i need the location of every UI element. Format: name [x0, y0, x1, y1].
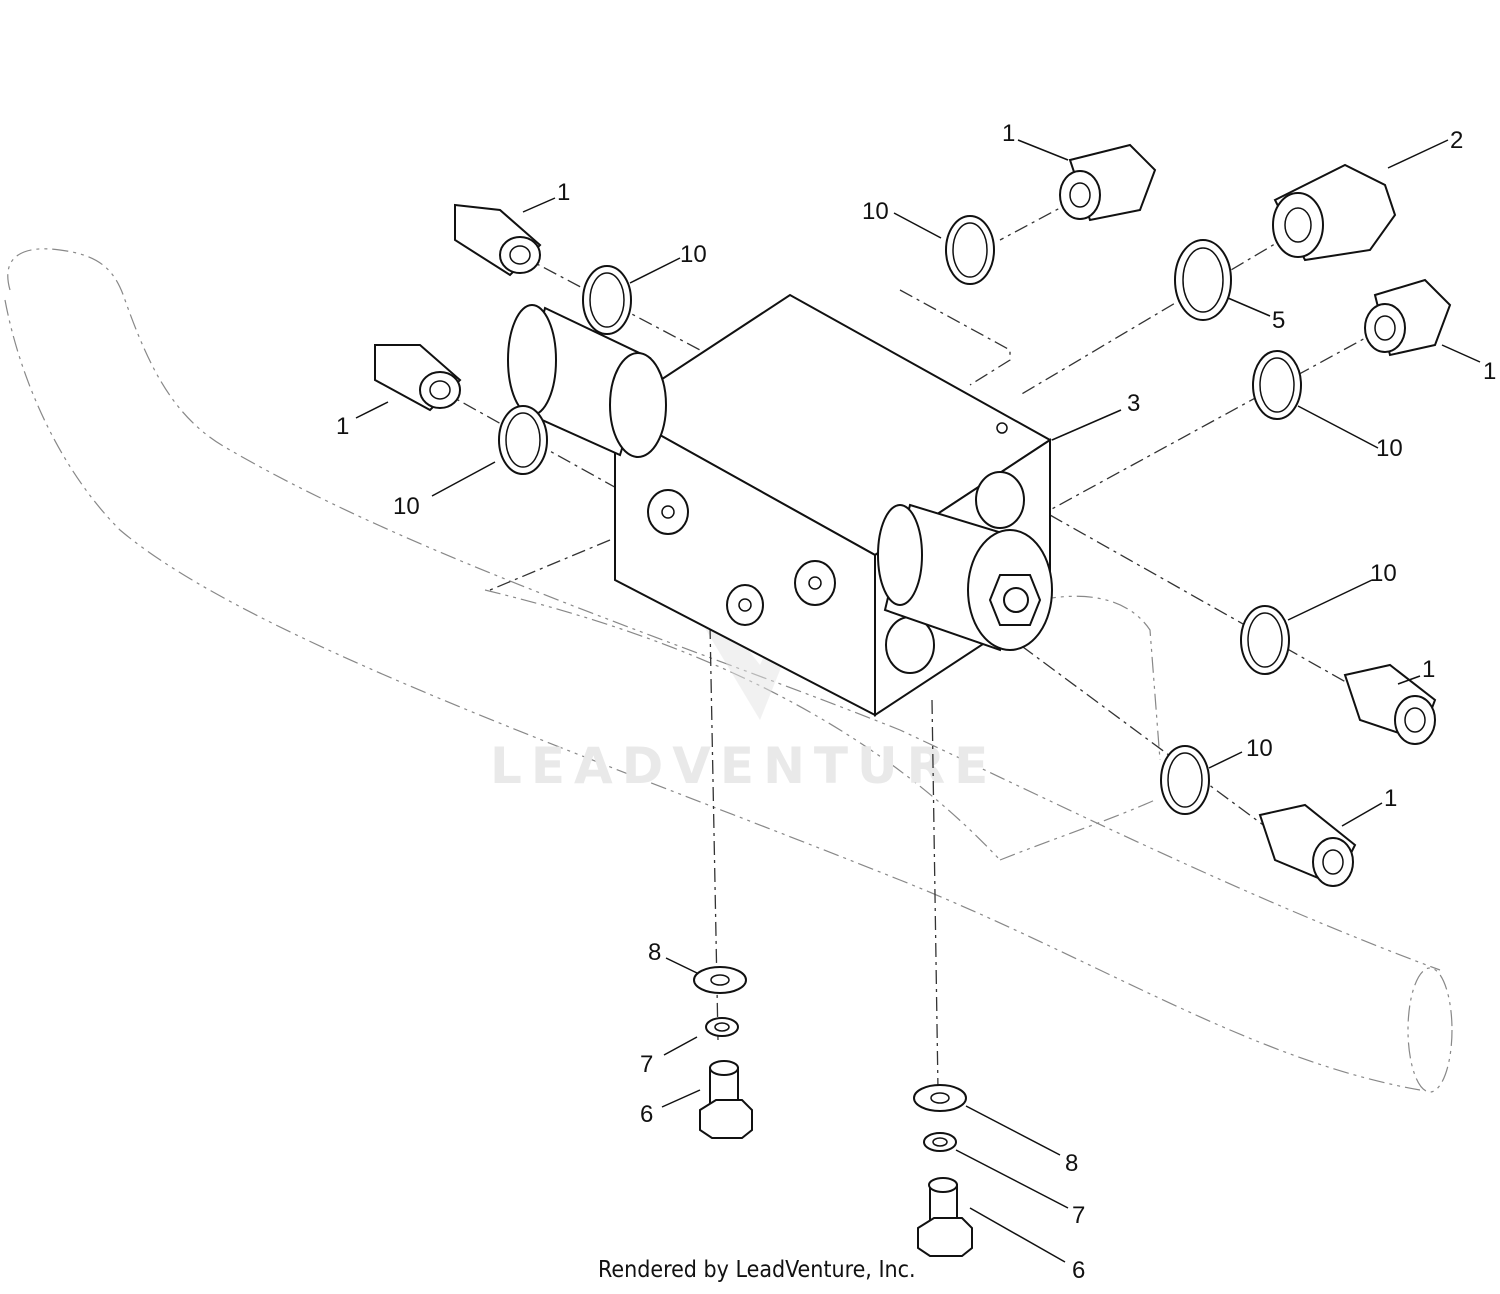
- callout-1-right-bottom: 1: [1384, 785, 1397, 812]
- left-cartridge: [507, 304, 667, 458]
- callout-1-left: 1: [336, 413, 349, 440]
- callout-2: 2: [1450, 127, 1463, 154]
- callout-3: 3: [1127, 390, 1140, 417]
- fitting-1-top-left: [454, 203, 542, 277]
- callout-labels: 1 1 1 1 1 1 2 3 5 10 10 10 10 10 10 8 7 …: [336, 120, 1496, 1284]
- o-rings: [498, 215, 1302, 815]
- callout-10-top-left: 10: [680, 241, 707, 268]
- callout-1-right-top: 1: [1483, 358, 1496, 385]
- fitting-1-right-top: [1364, 278, 1452, 357]
- fitting-1-right-middle: [1343, 663, 1437, 745]
- callout-10-top-center: 10: [862, 198, 889, 225]
- callout-8-right: 8: [1065, 1150, 1078, 1177]
- valve-block: [613, 293, 1052, 717]
- fitting-2: [1272, 163, 1397, 262]
- leader-lines: [355, 139, 1481, 1263]
- callout-6-left: 6: [640, 1101, 653, 1128]
- callout-7-left: 7: [640, 1051, 653, 1078]
- fitting-1-top-center: [1059, 143, 1157, 222]
- callout-10-right-middle: 10: [1370, 560, 1397, 587]
- watermark-text: LEADVENTURE: [490, 737, 997, 795]
- callout-1-top-center: 1: [1002, 120, 1015, 147]
- footer-credit: Rendered by LeadVenture, Inc.: [598, 1257, 916, 1283]
- callout-10-right-top: 10: [1376, 435, 1403, 462]
- hardware-stack-left: [693, 966, 753, 1139]
- callout-1-right-middle: 1: [1422, 656, 1435, 683]
- callout-5: 5: [1272, 307, 1285, 334]
- callout-8-left: 8: [648, 939, 661, 966]
- callout-10-left: 10: [393, 493, 420, 520]
- frame-tube-phantom: [4, 248, 1453, 1093]
- hardware-stack-right: [913, 1084, 973, 1257]
- right-cartridge: [877, 503, 1053, 652]
- callout-7-right: 7: [1072, 1202, 1085, 1229]
- fitting-1-left: [374, 344, 462, 412]
- callout-10-right-bottom: 10: [1246, 735, 1273, 762]
- fitting-1-right-bottom: [1258, 803, 1357, 887]
- callout-6-right: 6: [1072, 1257, 1085, 1284]
- callout-1-top-left: 1: [557, 179, 570, 206]
